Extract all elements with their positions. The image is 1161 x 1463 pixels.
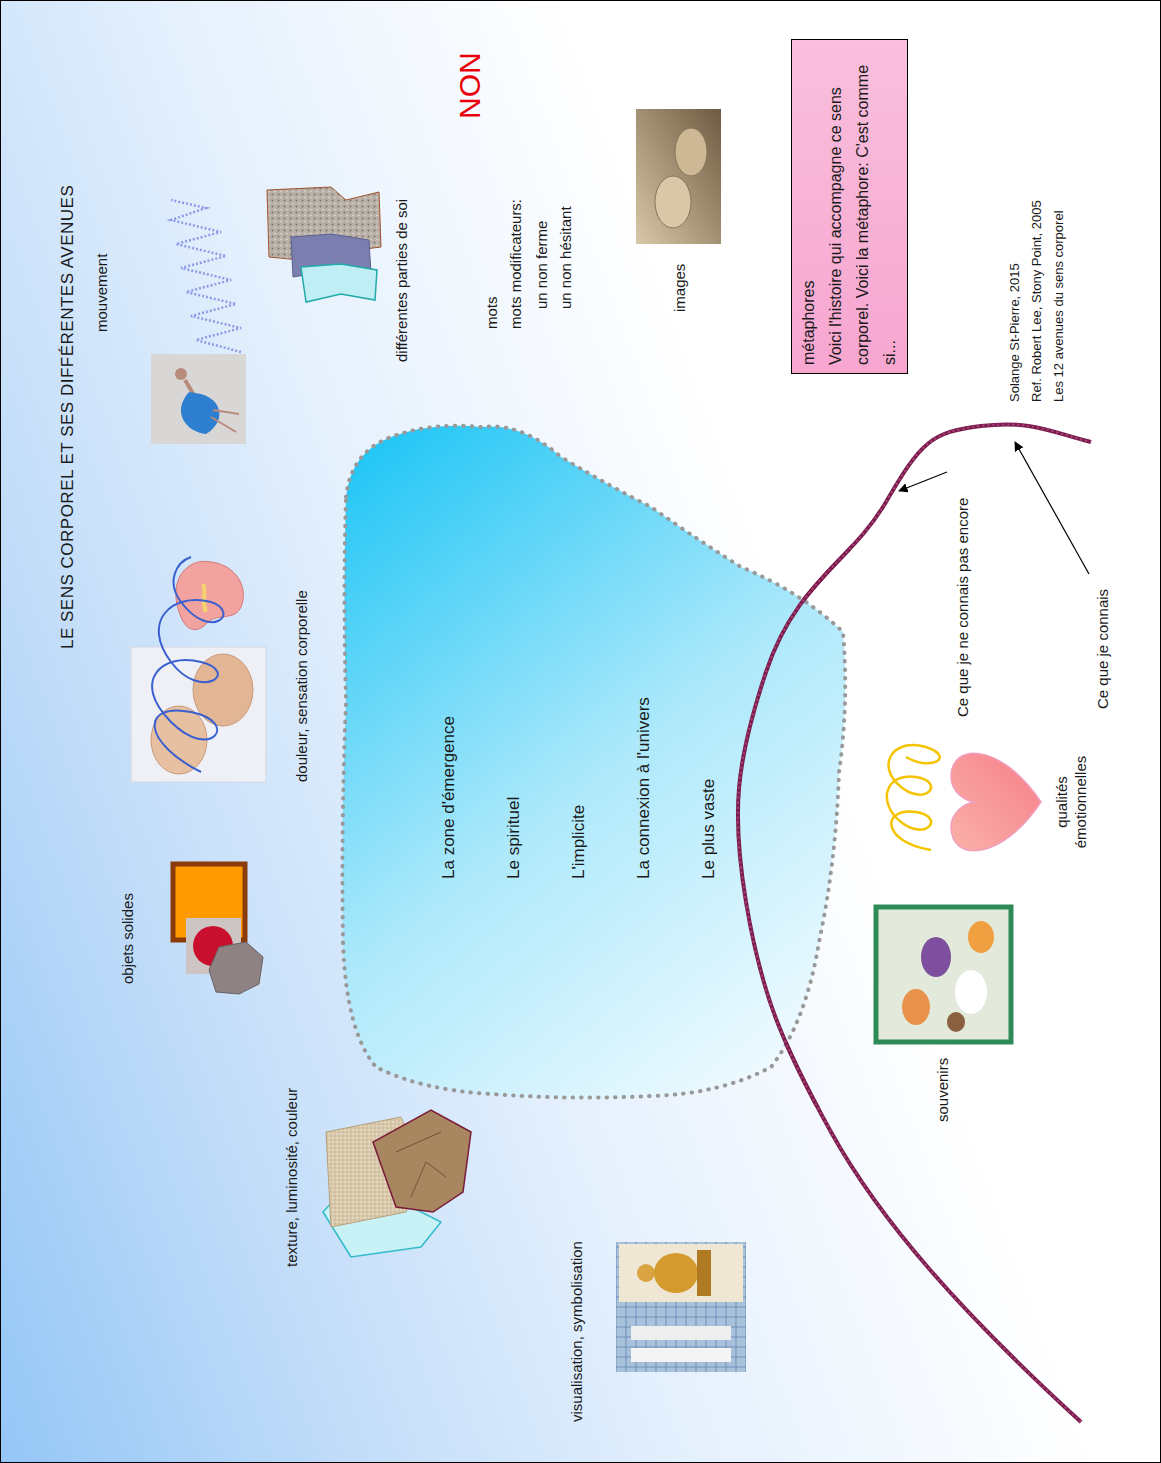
vases-photo bbox=[636, 109, 721, 244]
zone-text: L'implicite bbox=[568, 805, 589, 879]
region-label: Ce que je connais bbox=[1094, 589, 1113, 709]
paper-crease bbox=[396, 1132, 446, 1197]
photo-ground bbox=[616, 1242, 746, 1372]
leader-arrow bbox=[1015, 442, 1089, 574]
visualisation-photo bbox=[616, 1242, 746, 1372]
avenue-label: différentes parties de soi bbox=[393, 199, 412, 362]
avenue-label: mouvement bbox=[93, 254, 112, 332]
memories-photo bbox=[876, 907, 1011, 1042]
person bbox=[921, 937, 951, 977]
solid-objects bbox=[173, 864, 263, 994]
box-heading: métaphores bbox=[795, 48, 822, 365]
pain-images bbox=[131, 557, 266, 782]
note-text: un non ferme bbox=[533, 221, 552, 309]
avenue-label: douleur, sensation corporelle bbox=[293, 590, 312, 782]
zone-text: Le plus vaste bbox=[698, 779, 719, 879]
person bbox=[955, 970, 987, 1014]
pain-loops bbox=[152, 557, 223, 772]
avenue-label: qualités émotionnelles bbox=[1053, 747, 1091, 857]
paper-patch bbox=[373, 1110, 471, 1212]
vase bbox=[675, 128, 707, 176]
avenue-label: visualisation, symbolisation bbox=[568, 1241, 587, 1422]
credit-text: Ref. Robert Lee, Stony Point, 2005 bbox=[1029, 200, 1045, 402]
movement-images bbox=[151, 200, 246, 444]
avenue-label: texture, luminosité, couleur bbox=[283, 1088, 302, 1267]
vase bbox=[655, 176, 691, 228]
buddha-head bbox=[637, 1264, 655, 1282]
zone-outline bbox=[336, 417, 851, 1107]
kidney bbox=[176, 561, 244, 629]
ureter bbox=[203, 584, 206, 612]
photo-column bbox=[631, 1326, 731, 1340]
heart bbox=[951, 753, 1041, 850]
texture-patches bbox=[323, 1110, 471, 1257]
buddha-body bbox=[654, 1253, 698, 1293]
note-text: mots modificateurs: bbox=[507, 199, 526, 329]
leader-arrow bbox=[899, 472, 947, 491]
rock bbox=[209, 942, 263, 994]
zone-text: Le spirituel bbox=[503, 797, 524, 879]
person bbox=[968, 921, 994, 953]
note-text: un non hésitant bbox=[557, 206, 576, 309]
zone-text: La connexion à l'univers bbox=[633, 697, 654, 879]
person bbox=[902, 989, 930, 1025]
dancer-tutu bbox=[181, 392, 219, 434]
credit-text: Les 12 avenues du sens corporel bbox=[1051, 210, 1067, 402]
buddha-base bbox=[697, 1250, 711, 1296]
boundary-beads bbox=[738, 424, 851, 1107]
emotion-loops bbox=[887, 745, 940, 850]
avenue-label: souvenirs bbox=[934, 1058, 953, 1122]
avenue-label: objets solides bbox=[119, 893, 138, 984]
emergence-zone: La zone d'émergence Le spirituel L'implici… bbox=[336, 417, 851, 1107]
dancer-head bbox=[175, 368, 187, 380]
parts-shapes bbox=[267, 187, 381, 302]
photo-panel bbox=[619, 1244, 743, 1302]
photo-column bbox=[631, 1348, 731, 1362]
avenue-label: mots bbox=[483, 296, 502, 329]
photo-frame bbox=[876, 907, 1011, 1042]
avenue-label: images bbox=[671, 264, 690, 312]
zone-text: La zone d'émergence bbox=[438, 716, 459, 879]
credit-text: Solange St-Pierre, 2015 bbox=[1007, 263, 1023, 402]
person bbox=[947, 1012, 965, 1032]
no-word: NON bbox=[451, 52, 489, 119]
photo-ground bbox=[636, 109, 721, 244]
diagram-title: LE SENS CORPOREL ET SES DIFFÉRENTES AVEN… bbox=[57, 185, 78, 649]
box-body: Voici l'histoire qui accompagne ce sens … bbox=[822, 48, 903, 365]
dancer-legs bbox=[211, 410, 239, 432]
known-boundary bbox=[738, 424, 851, 1107]
cyan-part bbox=[301, 264, 377, 302]
region-label: Ce que je ne connais pas encore bbox=[954, 498, 973, 717]
movement-spring bbox=[171, 200, 241, 352]
dancer-photo bbox=[151, 354, 246, 444]
emotion-images bbox=[887, 745, 1041, 851]
metaphor-box: métaphoresVoici l'histoire qui accompagn… bbox=[791, 39, 908, 374]
